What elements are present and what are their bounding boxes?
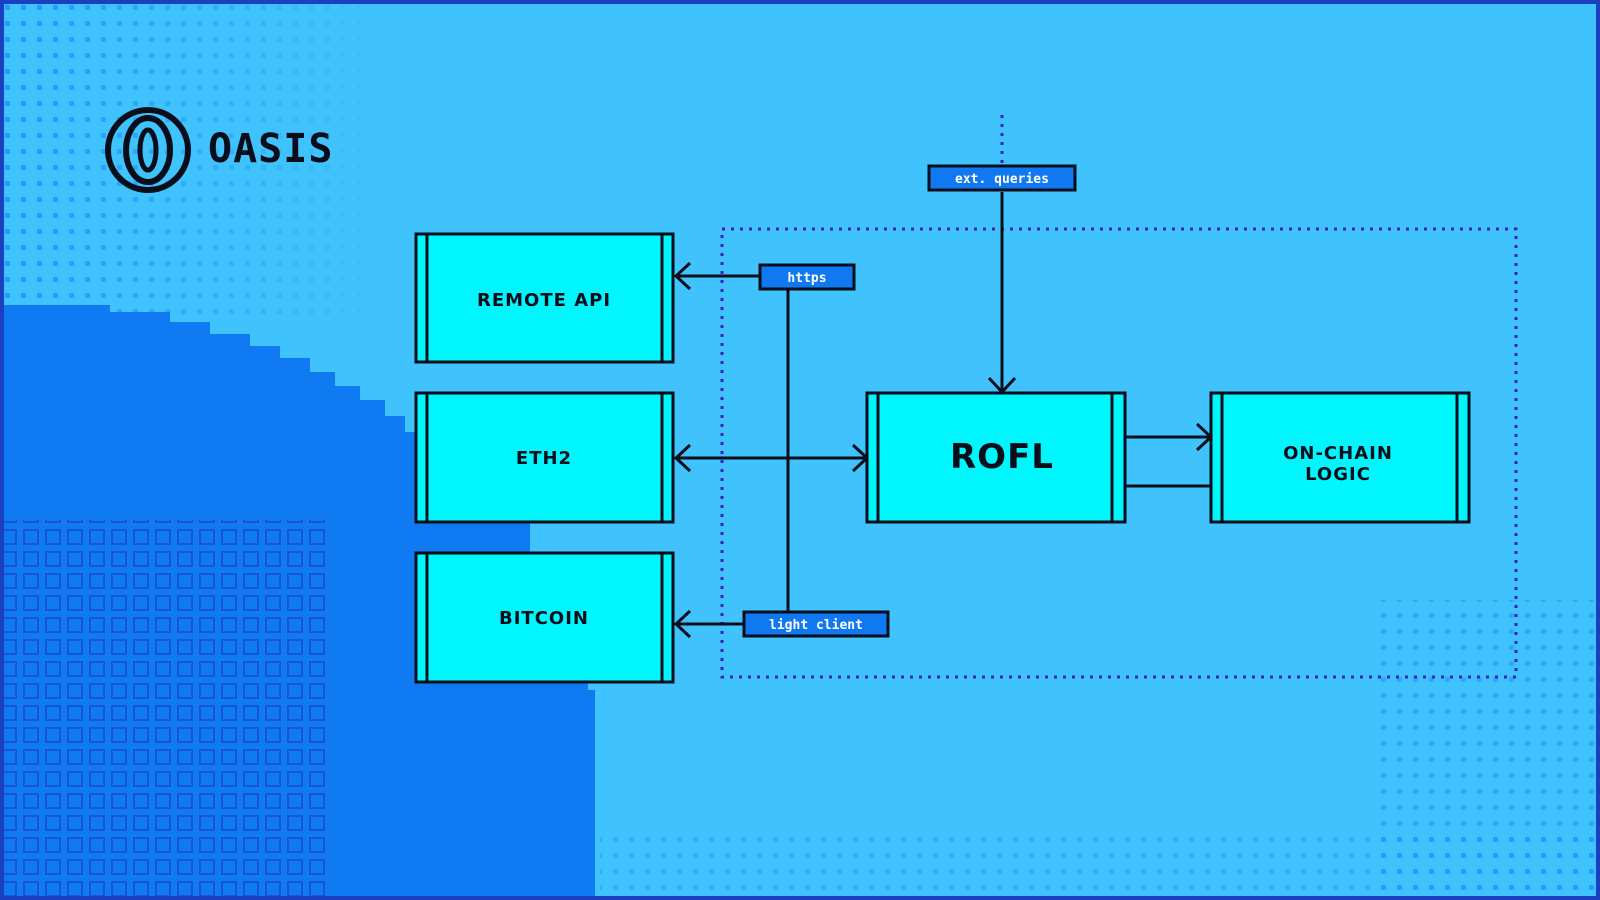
node-on-chain-label-line1: ON-CHAIN	[1283, 443, 1393, 464]
oasis-logo-text: OASIS	[208, 126, 334, 172]
node-rofl-label: ROFL	[950, 437, 1054, 477]
tag-light-client: light client	[742, 610, 890, 638]
tag-ext-queries: ext. queries	[927, 164, 1077, 192]
node-remote-api: REMOTE API	[414, 232, 675, 364]
tag-https: https	[758, 263, 856, 291]
arrowhead-remote-api	[673, 261, 692, 291]
node-eth2-label: ETH2	[516, 448, 572, 469]
node-on-chain-logic: ON-CHAIN LOGIC	[1209, 391, 1471, 524]
arrowhead-eth2	[673, 443, 692, 473]
tag-light-client-label: light client	[769, 618, 863, 633]
node-on-chain-label-line2: LOGIC	[1305, 464, 1371, 485]
tag-ext-queries-label: ext. queries	[955, 172, 1049, 187]
rofl-boundary	[720, 227, 1518, 679]
node-remote-api-label: REMOTE API	[477, 290, 611, 311]
node-eth2: ETH2	[414, 391, 675, 524]
arrowhead-bitcoin	[673, 609, 692, 639]
oasis-logo-icon	[105, 107, 191, 193]
node-rofl: ROFL	[865, 391, 1127, 524]
node-bitcoin: BITCOIN	[414, 551, 675, 684]
tag-https-label: https	[787, 271, 826, 286]
connectors	[673, 192, 1214, 639]
node-bitcoin-label: BITCOIN	[499, 608, 589, 629]
